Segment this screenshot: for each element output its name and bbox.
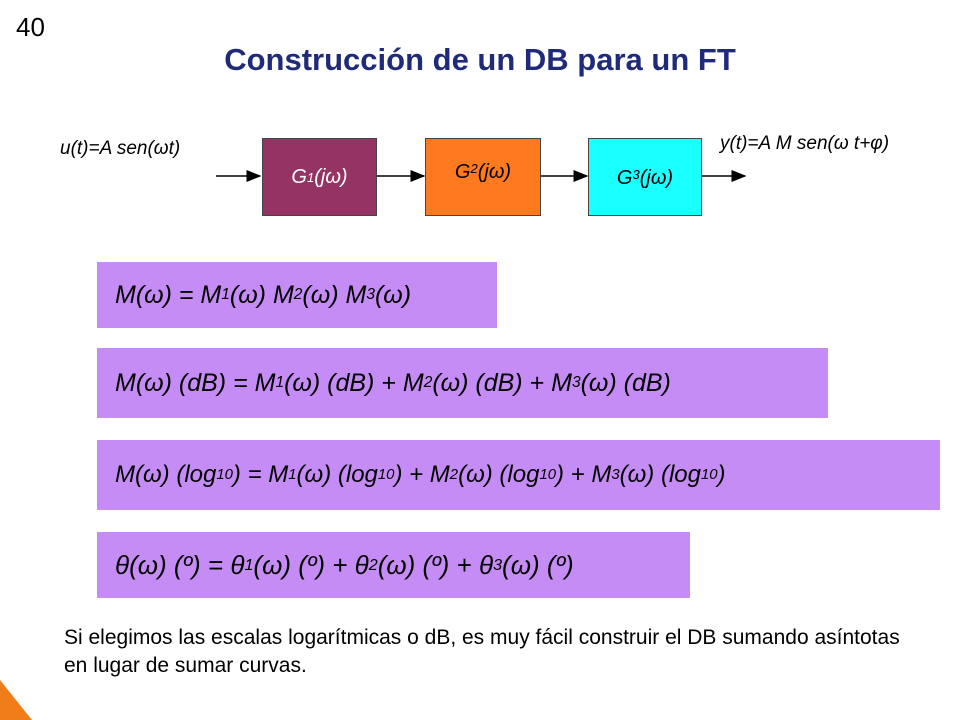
output-signal-label: y(t)=A M sen(ω t+φ)	[720, 133, 890, 154]
explanatory-note: Si elegimos las escalas logarítmicas o d…	[64, 626, 900, 677]
input-signal-label: u(t)=A sen(ωt)	[60, 138, 181, 159]
slide-title: Construcción de un DB para un FT	[224, 42, 736, 77]
slide-number: 40	[16, 12, 45, 42]
corner-decoration	[0, 680, 32, 720]
